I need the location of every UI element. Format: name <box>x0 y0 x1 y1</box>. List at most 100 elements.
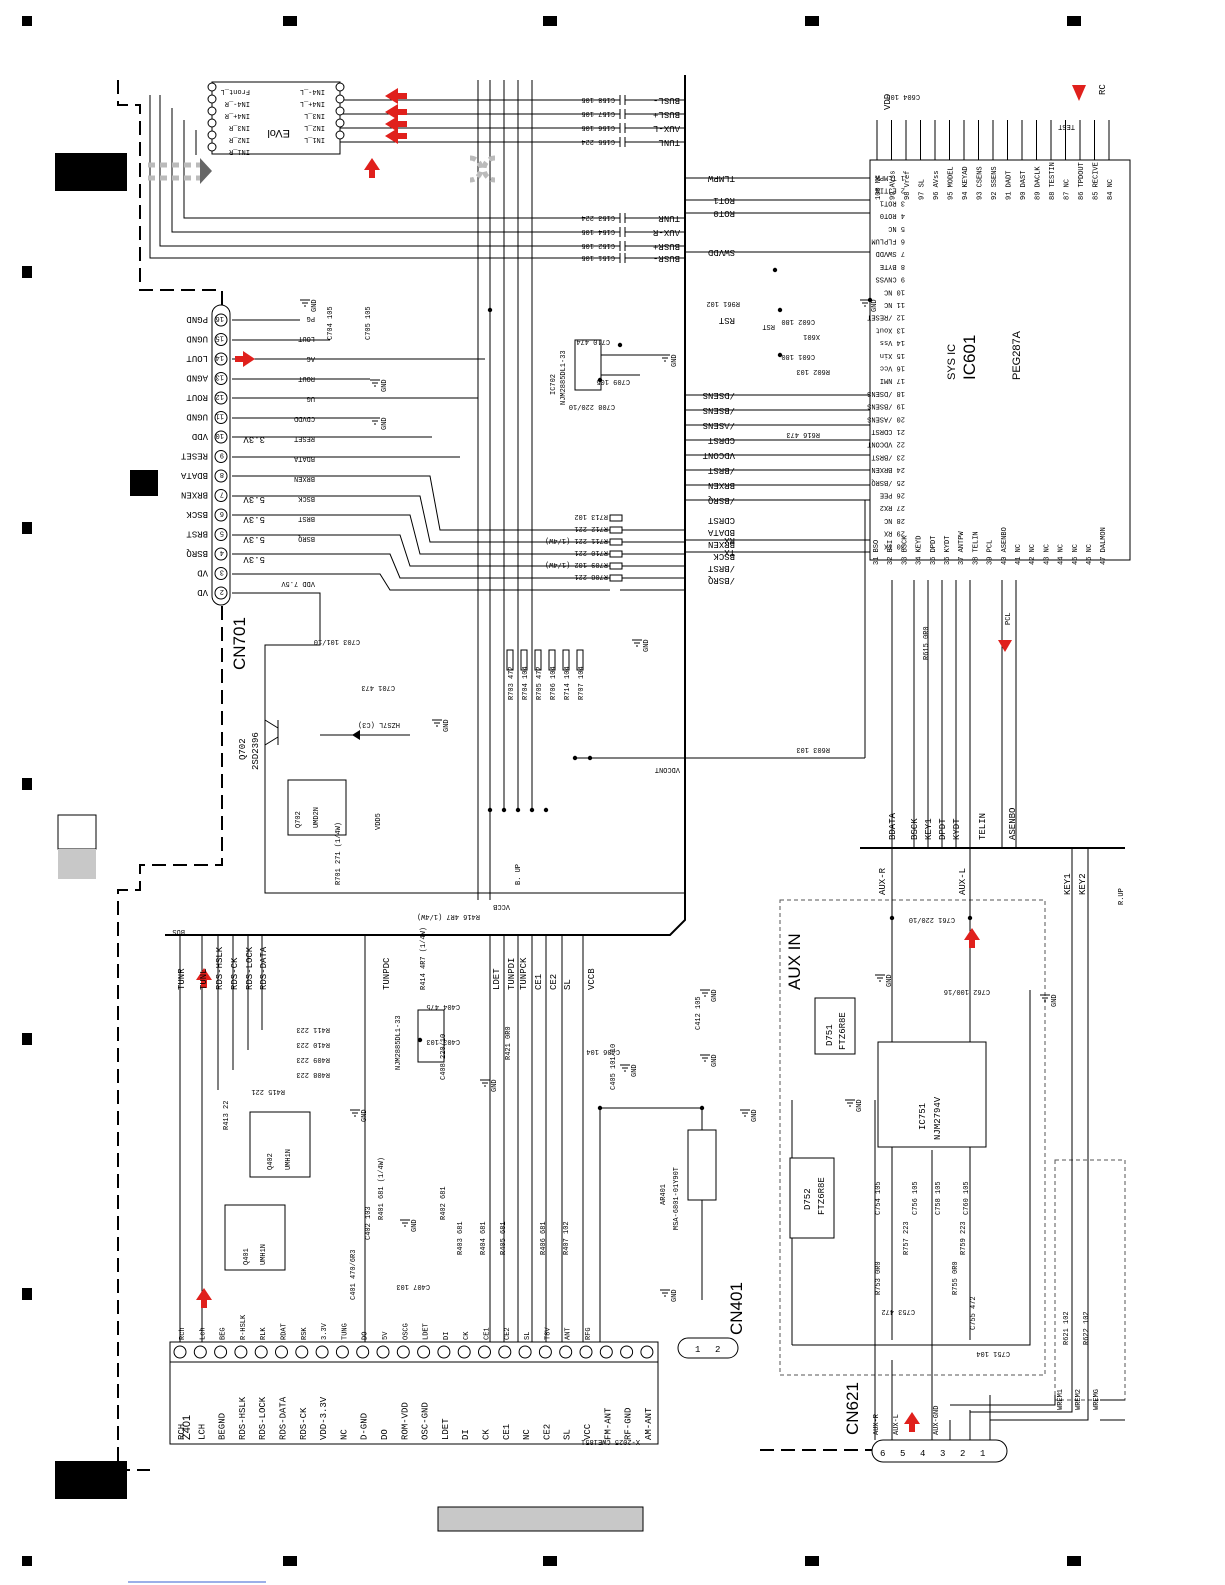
junction-dot <box>772 267 778 273</box>
ic601-test: TEST <box>1058 122 1075 130</box>
cn701-pin-num: 14 <box>216 353 224 361</box>
ic601-pin-top: 97 SL <box>919 179 927 200</box>
cn701-pin-name: BRST <box>186 529 208 539</box>
cn701-net: ROUT <box>298 374 315 382</box>
z401-net: CE2 <box>504 1327 512 1340</box>
evol-ic: EVol Front_LIN4-_RIN4+_RIN3_RIN2_RIN1_RI… <box>207 81 345 155</box>
bus-cap-net: BUSR+ <box>653 241 680 251</box>
z401-pin <box>498 1345 512 1359</box>
ic601-pin-left: 27 RX2 <box>880 503 905 511</box>
q702-transistor: Q702 2SD2396 <box>238 719 279 770</box>
z401-pin-name: RCH <box>177 1424 187 1440</box>
ic601-pin-bottom: 45 NC <box>1072 544 1080 565</box>
ic601-pin-top: 87 NC <box>1064 179 1072 200</box>
evol-pin: IN3_R <box>228 123 250 131</box>
signal-net: SWVDD <box>708 247 735 257</box>
ground-text: GND <box>671 354 679 367</box>
junction-dot <box>597 1105 603 1111</box>
ic601-pin-left: 4 ROT0 <box>880 211 905 219</box>
ic601-pin-left: 18 /DSENS <box>867 389 905 397</box>
part-label-vdcont: VDCONT <box>655 765 680 773</box>
junction-dot <box>572 755 578 761</box>
z401-pin-name: SL <box>563 1429 573 1440</box>
cn701-pin-num: 6 <box>220 509 224 517</box>
ic601-pin-bottom: 36 KYDT <box>944 536 952 565</box>
part-label-r616: R616 473 <box>786 430 820 438</box>
z401-pin-name: FM-ANT <box>603 1407 613 1440</box>
z401-pin <box>457 1345 471 1359</box>
aux-in-title: AUX IN <box>785 933 804 990</box>
part-label-r603: R603 103 <box>796 745 830 753</box>
cn701-pin <box>214 586 228 600</box>
z401-pin-name: CE1 <box>502 1424 512 1440</box>
ic601-pin-left: 19 /BSENS <box>867 402 905 410</box>
ground-symbol: GND <box>480 1079 499 1092</box>
z401-pin-name: ROM-VDD <box>400 1402 410 1440</box>
ground-symbol: GND <box>432 719 451 732</box>
cn401-connector: 1 2 CN401 <box>677 1282 746 1359</box>
part-label-c705: C705 105 <box>365 306 373 340</box>
cn701-net: BDATA <box>293 454 315 462</box>
ic601-pin-left: 15 Xin <box>880 351 905 359</box>
z401-net: CK <box>463 1331 471 1340</box>
evol-name: EVol <box>267 127 290 139</box>
ground-text: GND <box>856 1099 864 1112</box>
d701-diode: HZS7L (C3) <box>320 720 410 740</box>
q701-transistor: Q702 UMD2N <box>287 779 347 836</box>
z401-pin-name: DI <box>461 1429 471 1440</box>
ground-text: GND <box>491 1079 499 1092</box>
ic601-pin-left: 25 /BSRQ <box>871 478 905 486</box>
ic601-pin-bottom: 42 NC <box>1029 544 1037 565</box>
pullup-resistor <box>576 649 584 671</box>
z401-net: 3.3V <box>321 1322 329 1340</box>
evol-pin-dot <box>335 118 345 128</box>
z401-net: CE1 <box>484 1327 492 1340</box>
cn701-label: CN701 <box>230 617 249 670</box>
bottom-bus-net: KEY1 <box>1063 873 1073 895</box>
z401-pin <box>599 1345 613 1359</box>
evol-pin: IN1_L <box>304 135 325 143</box>
cn701-pin <box>214 567 228 580</box>
ic601-pin-left: 20 /ASENS <box>867 414 905 422</box>
ic601-pin-left: 28 NC <box>884 516 905 524</box>
ground-text: GND <box>886 974 894 987</box>
z401-pin <box>538 1345 552 1359</box>
cn701-net: VDD 7.5V <box>281 579 315 587</box>
signal-net: CDRST <box>707 435 735 445</box>
signal-net: /DSENS <box>703 390 735 400</box>
z401-pin-name: RDS-HSLK <box>238 1396 248 1440</box>
z401-pin <box>579 1345 593 1359</box>
part-label-r753: R753 0R0 <box>875 1261 883 1295</box>
ic702-name: IC702 <box>550 374 558 395</box>
cn701-net: BRXEN <box>294 474 315 482</box>
ic601-pin-left: 12 /RESET <box>867 313 905 321</box>
pullup-resistor <box>534 649 542 671</box>
z401-net: RDAT <box>281 1323 289 1340</box>
part-label-r410: R410 223 <box>296 1040 330 1048</box>
signal-arrows <box>196 85 1086 1432</box>
z401-net: SL <box>524 1332 532 1340</box>
signal-net: RST <box>718 315 735 325</box>
junction-dot <box>777 352 783 358</box>
part-label-r622: R622 102 <box>1083 1311 1091 1345</box>
pullup-resistor <box>548 649 556 671</box>
ic601-vdd: VDD <box>883 94 893 110</box>
signal-net: /BRST <box>707 465 735 475</box>
evol-pin-dot <box>207 94 217 104</box>
junction-dot <box>597 377 603 383</box>
ground-text: GND <box>443 719 451 732</box>
series-resistor <box>609 574 623 582</box>
ic601-pin-bottom: 35 DPDT <box>930 536 938 565</box>
z401-pin-name: CE2 <box>542 1424 552 1440</box>
cn701-pin <box>214 352 228 366</box>
series-resistor <box>609 514 623 522</box>
signal-net: /ASENS <box>703 420 735 430</box>
cn701-pin-num: 10 <box>216 431 224 439</box>
ic751-name: IC751 <box>918 1103 928 1130</box>
bus-cap-ref: C154 105 <box>581 227 615 235</box>
tuner-net: TUNPCK <box>519 957 529 990</box>
cn701-net: BRST <box>298 514 315 522</box>
part-label-c704: C704 105 <box>327 306 335 340</box>
part-label-c402: C402 103 <box>365 1206 373 1240</box>
cn701-voltage: 5.3V <box>243 554 265 564</box>
